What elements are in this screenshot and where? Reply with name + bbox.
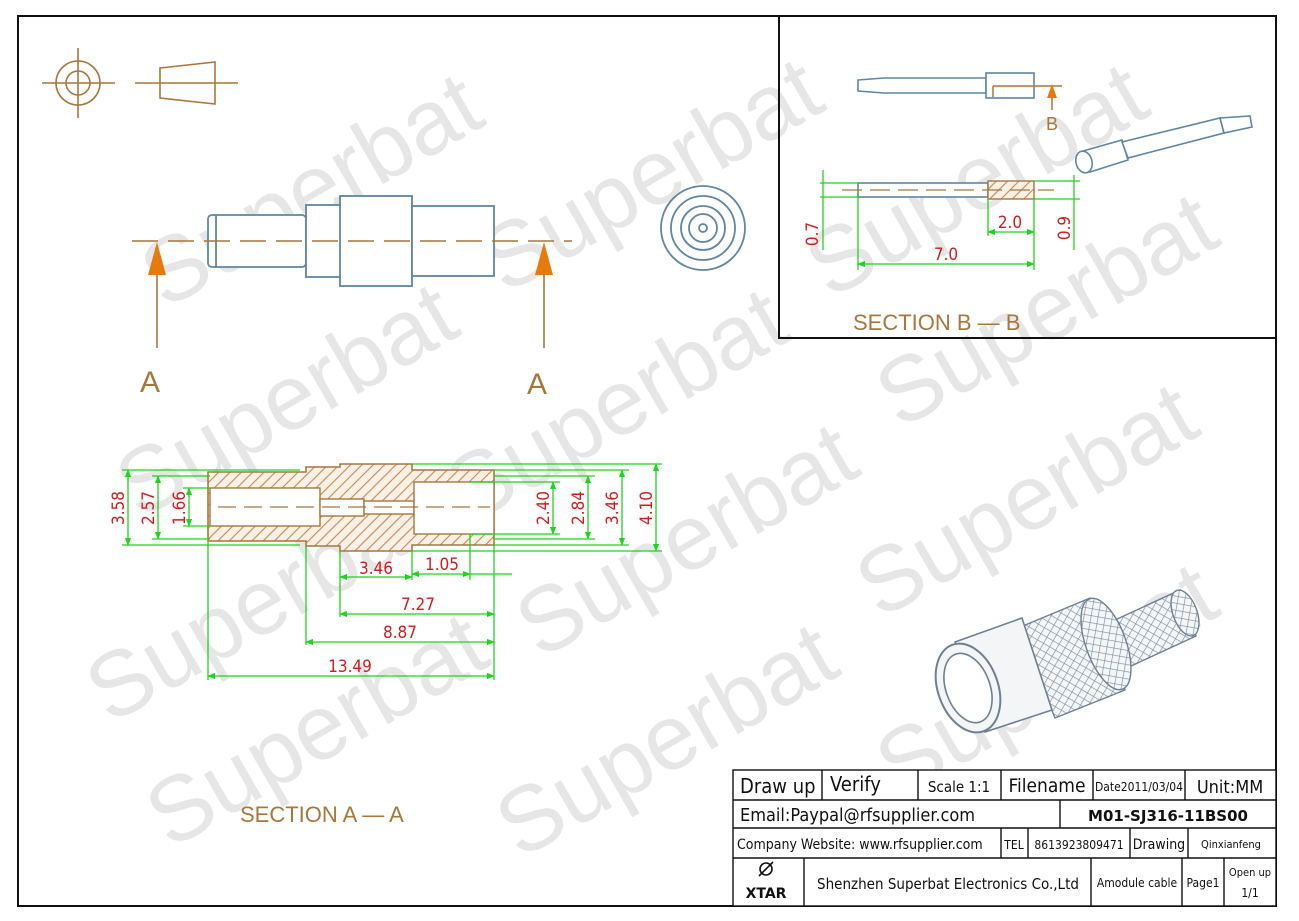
dim-2-57: 2.57 (139, 491, 159, 525)
dim-7-27: 7.27 (401, 595, 435, 615)
section-bb-frame (778, 15, 1277, 339)
title-block (732, 769, 1277, 907)
dim-1-05: 1.05 (425, 555, 459, 575)
tb-date: Date2011/03/04 (1095, 780, 1183, 794)
tb-tel-label: TEL (1003, 838, 1023, 852)
dim-0-9: 0.9 (1055, 216, 1075, 240)
tb-drawing: Drawing (1133, 837, 1185, 853)
section-b-arrow (1047, 84, 1057, 98)
tb-company: Shenzhen Superbat Electronics Co.,Ltd (817, 875, 1079, 893)
tb-verify: Verify (830, 772, 881, 796)
dim-2-0: 2.0 (998, 213, 1022, 233)
section-bb-label: SECTION B — B (853, 310, 1020, 335)
tb-filename: Filename (1009, 775, 1086, 797)
tb-product: Amodule cable (1097, 876, 1178, 890)
watermark: Superbat (464, 37, 838, 312)
section-aa-view (207, 463, 495, 552)
tb-email: Email:Paypal@rfsupplier.com (740, 805, 975, 826)
tb-drawer: Qinxianfeng (1201, 838, 1261, 851)
watermark: Superbat (124, 52, 498, 327)
tb-scale: Scale 1:1 (928, 778, 990, 796)
tb-open-up-value: 1/1 (1241, 886, 1258, 900)
dimension-lines-bb (820, 170, 1080, 270)
dim-1-66: 1.66 (170, 491, 190, 525)
dim-0-7: 0.7 (803, 222, 823, 246)
tb-tel: 8613923809471 (1034, 838, 1123, 852)
section-aa-label: SECTION A — A (240, 802, 404, 827)
section-a-marker-left: A (140, 366, 160, 399)
tb-draw-up: Draw up (740, 774, 816, 798)
drawing-border (17, 15, 1277, 907)
tb-website: Company Website: www.rfsupplier.com (737, 837, 983, 853)
dim-2-84: 2.84 (569, 491, 589, 525)
watermark-group: Superbat Superbat Superbat Superbat Supe… (69, 37, 1233, 877)
dim-4-10: 4.10 (637, 491, 657, 525)
tb-logo-text: XTAR (746, 886, 787, 902)
dim-13-49: 13.49 (328, 657, 372, 677)
dim-7-0: 7.0 (934, 245, 958, 265)
end-view (660, 185, 746, 271)
projection-symbol (42, 48, 238, 118)
tb-page: Page1 (1187, 876, 1220, 890)
tb-part-number: M01-SJ316-11BS00 (1088, 807, 1248, 825)
tb-open-up: Open up (1229, 866, 1271, 879)
dim-3-58: 3.58 (109, 491, 129, 525)
dim-8-87: 8.87 (383, 623, 417, 643)
dim-2-40: 2.40 (534, 491, 554, 525)
connector-3d-render (934, 589, 1200, 734)
dim-3-46-vertical: 3.46 (603, 491, 623, 525)
tb-unit: Unit:MM (1197, 777, 1263, 798)
dim-3-46-horizontal: 3.46 (359, 559, 393, 579)
section-a-marker-right: A (527, 368, 547, 401)
xtar-logo-icon (758, 861, 774, 877)
section-a-arrows (148, 242, 553, 348)
pin-3d-sketch (1074, 115, 1253, 174)
section-b-marker: B (1046, 114, 1058, 134)
dimension-lines-aa (122, 463, 662, 680)
pin-section-view (842, 180, 1054, 200)
